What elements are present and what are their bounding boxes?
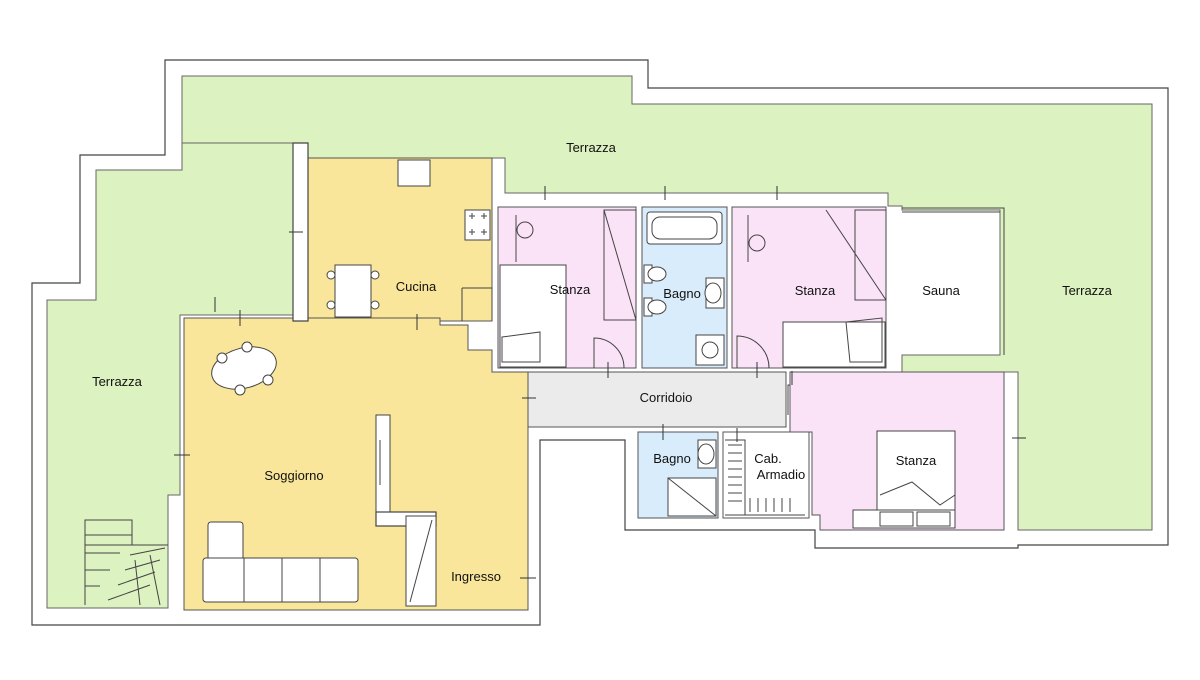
wardrobe-1 [603, 209, 637, 321]
label-ingresso: Ingresso [451, 569, 501, 584]
label-cucina: Cucina [396, 279, 437, 294]
oval-table-icon [211, 341, 277, 396]
door-swing-icon [593, 337, 625, 369]
stair-icon [84, 519, 168, 606]
wardrobe-icon [725, 439, 805, 516]
sink-icon-2 [697, 439, 717, 469]
stove-icon [464, 209, 491, 241]
label-sauna: Sauna [922, 283, 960, 298]
partition-wall [375, 414, 391, 513]
label-terrazza-right: Terrazza [1062, 283, 1113, 298]
label-cab-2: Armadio [757, 467, 805, 482]
label-bagno-1: Bagno [663, 286, 701, 301]
bathtub-icon [646, 211, 723, 245]
corridor [527, 371, 787, 428]
label-terrazza-top: Terrazza [566, 140, 617, 155]
door-swing-2 [736, 335, 770, 369]
kitchen-sink [397, 159, 431, 187]
bed-icon [499, 264, 567, 368]
label-stanza-3: Stanza [896, 453, 937, 468]
sofa-icon [202, 521, 359, 603]
label-corridoio: Corridoio [640, 390, 693, 405]
wardrobe-2 [825, 209, 887, 301]
shower-icon [695, 334, 725, 366]
label-bagno-2: Bagno [653, 451, 691, 466]
toilet-icon [643, 264, 667, 317]
sink-icon [704, 277, 725, 309]
label-cab-1: Cab. [754, 451, 781, 466]
room-labels: Terrazza Terrazza Terrazza Cucina Soggio… [92, 140, 1113, 584]
label-terrazza-left: Terrazza [92, 374, 143, 389]
kitchen-step [461, 287, 493, 321]
living-room [183, 317, 529, 611]
desk-1 [515, 215, 534, 262]
dining-table-icon [326, 264, 380, 318]
label-stanza-2: Stanza [795, 283, 836, 298]
label-soggiorno: Soggiorno [264, 468, 323, 483]
bed-icon-3 [852, 430, 956, 529]
bed-icon-2 [782, 317, 886, 368]
label-stanza-1: Stanza [550, 282, 591, 297]
living-zone [183, 142, 529, 611]
window-marks [174, 186, 1026, 579]
sauna-outline [902, 207, 1005, 355]
desk-2 [747, 215, 766, 262]
